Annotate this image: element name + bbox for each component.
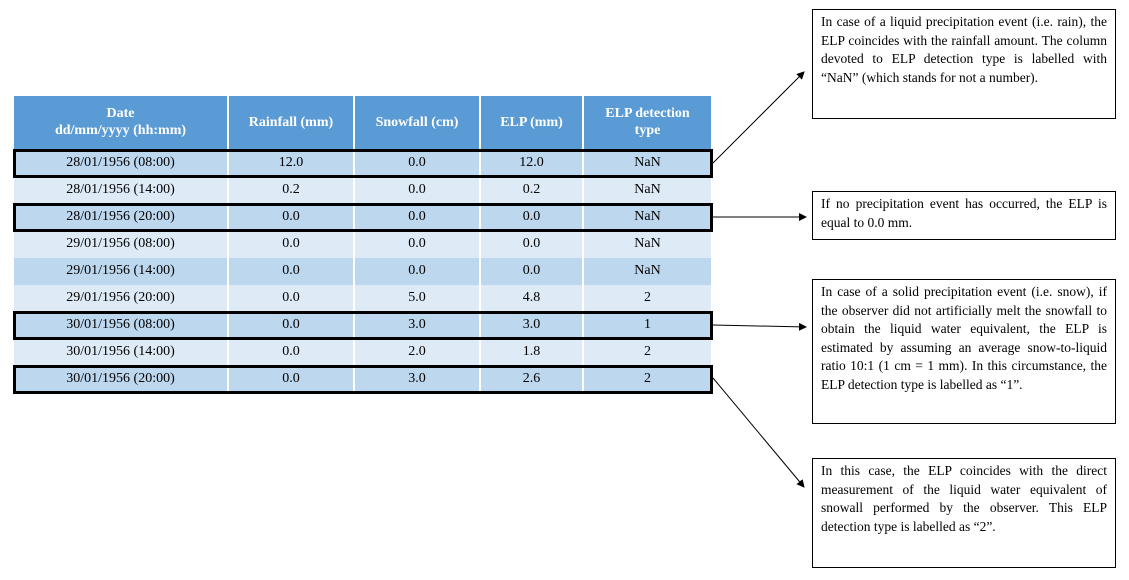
cell-elp-detection-type: NaN [584, 231, 711, 258]
note-no-precipitation: If no precipitation event has occurred, … [812, 191, 1116, 240]
cell-date: 28/01/1956 (20:00) [14, 204, 229, 231]
cell-snowfall: 3.0 [355, 366, 481, 393]
cell-rainfall: 0.0 [229, 285, 355, 312]
cell-snowfall: 0.0 [355, 177, 481, 204]
note-solid-precipitation-type-1: In case of a solid precipitation event (… [812, 279, 1116, 424]
cell-date: 29/01/1956 (14:00) [14, 258, 229, 285]
cell-rainfall: 12.0 [229, 150, 355, 177]
cell-elp: 12.0 [481, 150, 584, 177]
cell-rainfall: 0.2 [229, 177, 355, 204]
cell-date: 30/01/1956 (20:00) [14, 366, 229, 393]
cell-rainfall: 0.0 [229, 204, 355, 231]
cell-rainfall: 0.0 [229, 312, 355, 339]
cell-date: 29/01/1956 (08:00) [14, 231, 229, 258]
cell-elp-detection-type: 2 [584, 339, 711, 366]
cell-elp-detection-type: 1 [584, 312, 711, 339]
cell-elp: 3.0 [481, 312, 584, 339]
cell-elp-detection-type: 2 [584, 366, 711, 393]
cell-date: 28/01/1956 (08:00) [14, 150, 229, 177]
row-highlight-box [13, 203, 713, 232]
cell-date: 29/01/1956 (20:00) [14, 285, 229, 312]
cell-rainfall: 0.0 [229, 258, 355, 285]
cell-snowfall: 5.0 [355, 285, 481, 312]
cell-snowfall: 0.0 [355, 204, 481, 231]
cell-date: 28/01/1956 (14:00) [14, 177, 229, 204]
arrow-to-note-3 [712, 322, 807, 331]
cell-rainfall: 0.0 [229, 231, 355, 258]
cell-elp: 4.8 [481, 285, 584, 312]
header-elp: ELP (mm) [481, 96, 584, 150]
cell-elp-detection-type: 2 [584, 285, 711, 312]
cell-snowfall: 0.0 [355, 231, 481, 258]
row-highlight-box [13, 149, 713, 178]
header-rainfall: Rainfall (mm) [229, 96, 355, 150]
header-snowfall: Snowfall (cm) [355, 96, 481, 150]
row-highlight-box [13, 311, 713, 340]
cell-elp: 0.2 [481, 177, 584, 204]
cell-elp: 1.8 [481, 339, 584, 366]
arrow-to-note-4 [712, 377, 805, 488]
row-highlight-box [13, 365, 713, 394]
cell-rainfall: 0.0 [229, 339, 355, 366]
cell-elp-detection-type: NaN [584, 150, 711, 177]
cell-rainfall: 0.0 [229, 366, 355, 393]
cell-elp: 0.0 [481, 231, 584, 258]
note-liquid-precipitation: In case of a liquid precipitation event … [812, 9, 1116, 119]
cell-elp-detection-type: NaN [584, 177, 711, 204]
cell-elp-detection-type: NaN [584, 258, 711, 285]
note-type-2: In this case, the ELP coincides with the… [812, 458, 1116, 568]
cell-snowfall: 3.0 [355, 312, 481, 339]
cell-elp: 0.0 [481, 258, 584, 285]
arrow-to-note-1 [712, 71, 805, 164]
cell-date: 30/01/1956 (08:00) [14, 312, 229, 339]
cell-elp: 0.0 [481, 204, 584, 231]
cell-snowfall: 0.0 [355, 150, 481, 177]
cell-elp: 2.6 [481, 366, 584, 393]
cell-elp-detection-type: NaN [584, 204, 711, 231]
cell-snowfall: 2.0 [355, 339, 481, 366]
cell-date: 30/01/1956 (14:00) [14, 339, 229, 366]
cell-snowfall: 0.0 [355, 258, 481, 285]
